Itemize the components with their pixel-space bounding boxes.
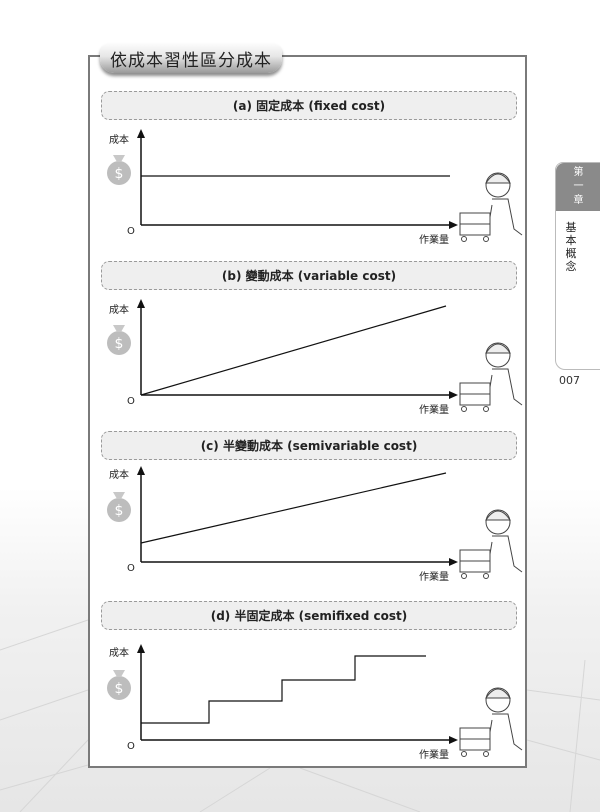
svg-text:$: $ <box>115 503 124 519</box>
x-axis-label: 作業量 <box>419 405 449 416</box>
cost-line <box>140 305 447 396</box>
svg-text:$: $ <box>115 166 124 182</box>
svg-text:$: $ <box>115 681 124 697</box>
money-bag-icon: $ <box>107 492 131 522</box>
section-banner-variable-cost: (b) 變動成本 (variable cost) <box>101 261 517 290</box>
cost-line <box>140 472 447 544</box>
chart-variable-cost: $ 成本 O 作業量 <box>96 295 536 416</box>
x-axis-label: 作業量 <box>419 235 449 246</box>
y-axis-label: 成本 <box>109 470 129 481</box>
chapter-label: 第 一 章 <box>556 163 600 211</box>
worker-icon <box>459 687 523 757</box>
section-banner-fixed-cost: (a) 固定成本 (fixed cost) <box>101 91 517 120</box>
svg-text:$: $ <box>115 336 124 352</box>
chapter-side-tab: 第 一 章 基 本 概 念 <box>555 162 600 370</box>
chart-semivariable-cost: $ 成本 O 作業量 <box>96 462 536 583</box>
page-number: 007 <box>559 374 580 387</box>
y-axis-label: 成本 <box>109 648 129 659</box>
y-axis-label: 成本 <box>109 305 129 316</box>
money-bag-icon: $ <box>107 325 131 355</box>
x-axis-label: 作業量 <box>419 750 449 761</box>
origin-label: O <box>127 563 135 574</box>
chart-semifixed-cost: $ 成本 O 作業量 <box>96 640 536 761</box>
worker-icon <box>459 342 523 412</box>
origin-label: O <box>127 741 135 752</box>
section-banner-semivariable-cost: (c) 半變動成本 (semivariable cost) <box>101 431 517 460</box>
worker-icon <box>459 509 523 579</box>
page-title: 依成本習性區分成本 <box>100 43 282 73</box>
cost-step-line <box>141 655 426 724</box>
y-axis-label: 成本 <box>109 135 129 146</box>
origin-label: O <box>127 226 135 237</box>
chapter-topic: 基 本 概 念 <box>565 221 577 273</box>
chart-fixed-cost: $ 成本 O 作業量 <box>96 125 536 246</box>
section-banner-semifixed-cost: (d) 半固定成本 (semifixed cost) <box>101 601 517 630</box>
worker-icon <box>459 172 523 242</box>
origin-label: O <box>127 396 135 407</box>
x-axis-label: 作業量 <box>419 572 449 583</box>
content-frame <box>88 55 527 768</box>
money-bag-icon: $ <box>107 155 131 185</box>
money-bag-icon: $ <box>107 670 131 700</box>
